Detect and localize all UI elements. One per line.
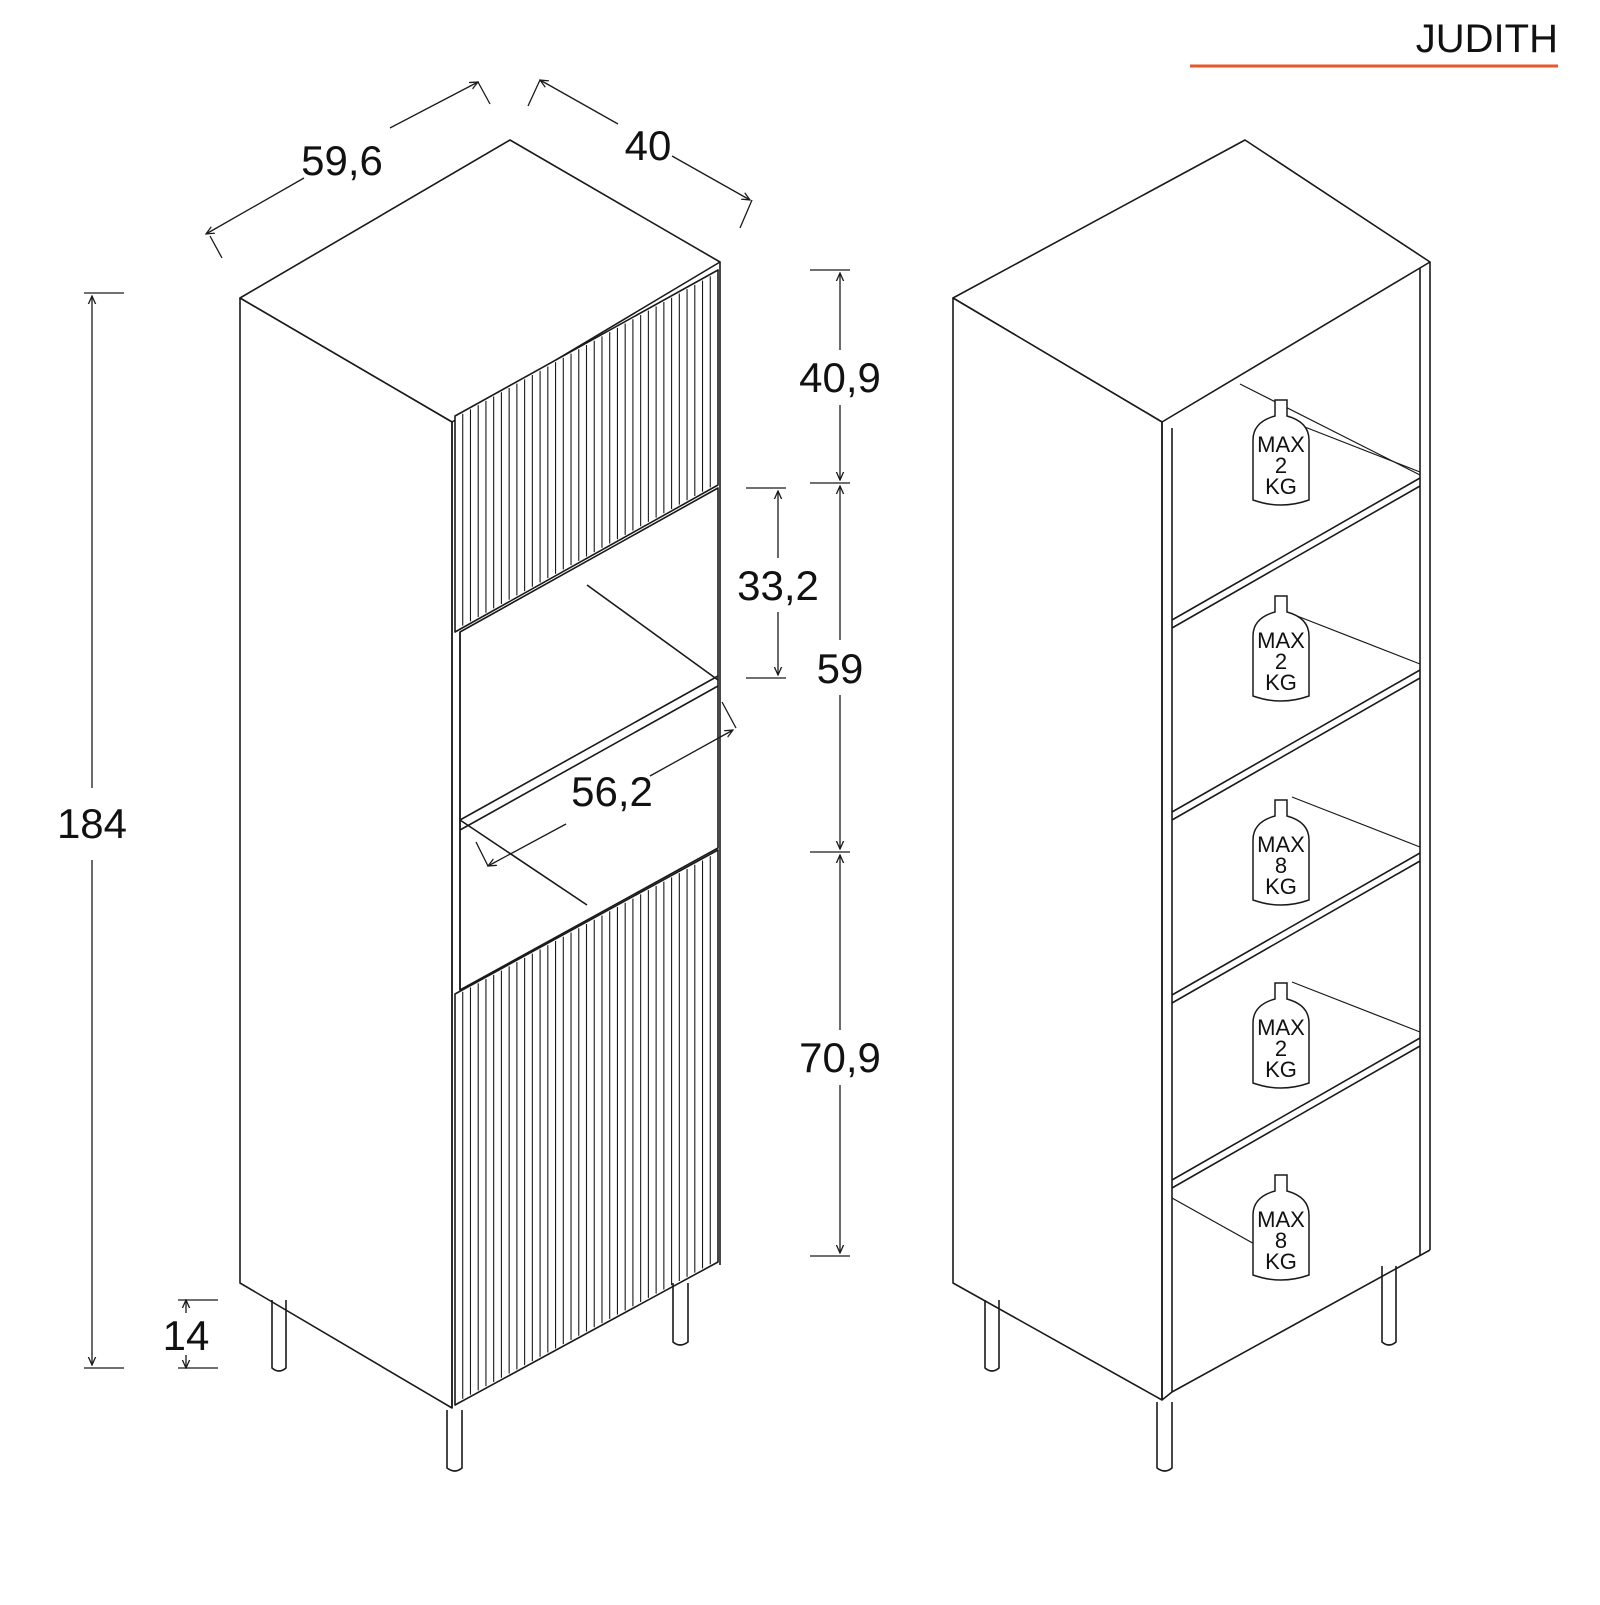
open-niche: [459, 487, 719, 991]
bottle-icon: [1252, 982, 1310, 1089]
shelf-front-edge: [1171, 1037, 1421, 1181]
shelf-lines: [1171, 383, 1421, 1266]
cabinet-open-view: [952, 139, 1431, 1472]
total-height-label: 184: [57, 800, 127, 847]
shelf-front-edge: [1171, 669, 1421, 813]
load-badge-line1: MAX: [1257, 1207, 1305, 1232]
dimension-lines: [84, 80, 850, 1368]
shelf-lower-edge: [1171, 677, 1421, 821]
bottle-icon: [1252, 595, 1310, 702]
shelf-front-edge: [1171, 477, 1421, 621]
load-badge-line2: 8: [1275, 853, 1287, 878]
shelf-depth-line: [1291, 421, 1421, 473]
load-badge-line3: KG: [1265, 1057, 1297, 1082]
bottle-icon: [1252, 399, 1310, 506]
cabinet-side-panel: [239, 297, 453, 1409]
page-title: JUDITH: [1416, 17, 1558, 61]
load-badge-line1: MAX: [1257, 432, 1305, 457]
load-badge-line1: MAX: [1257, 628, 1305, 653]
depth-label: 40: [625, 122, 672, 169]
inner-width-label: 56,2: [571, 768, 653, 815]
load-badge-line2: 2: [1275, 453, 1287, 478]
shelf-depth-line: [1291, 796, 1421, 848]
inner-back-line: [1239, 383, 1421, 476]
bottle-icon: [1252, 1174, 1310, 1281]
open-cabinet-side-panel: [952, 297, 1163, 1401]
shelf-lower-edge: [1171, 485, 1421, 629]
load-badge-line2: 2: [1275, 1036, 1287, 1061]
upper-door-label: 40,9: [799, 354, 881, 401]
shelf-front-edge: [1171, 852, 1421, 996]
load-badge-line1: MAX: [1257, 1015, 1305, 1040]
load-badge-line2: 8: [1275, 1228, 1287, 1253]
shelf-depth-line: [1291, 613, 1421, 665]
load-badge-line1: MAX: [1257, 832, 1305, 857]
lower-fluted-door: [454, 849, 719, 1406]
middle-section-label: 59: [817, 645, 864, 692]
load-badge-line2: 2: [1275, 649, 1287, 674]
leg-height-label: 14: [163, 1312, 210, 1359]
load-badge-line3: KG: [1265, 874, 1297, 899]
niche-height-label: 33,2: [737, 562, 819, 609]
shelf-depth-line: [1291, 981, 1421, 1033]
open-cabinet-legs: [984, 1266, 1397, 1472]
load-badge-line3: KG: [1265, 670, 1297, 695]
cabinet-front-view: [239, 139, 721, 1472]
cabinet-legs: [271, 1283, 689, 1472]
upper-fluted-door: [454, 269, 719, 633]
shelf-lower-edge: [1171, 860, 1421, 1004]
load-badge-line3: KG: [1265, 474, 1297, 499]
lower-door-label: 70,9: [799, 1034, 881, 1081]
shelf-lower-edge: [1171, 1045, 1421, 1189]
width-label: 59,6: [301, 137, 383, 184]
bottle-icon: [1252, 799, 1310, 906]
load-badge-line3: KG: [1265, 1249, 1297, 1274]
